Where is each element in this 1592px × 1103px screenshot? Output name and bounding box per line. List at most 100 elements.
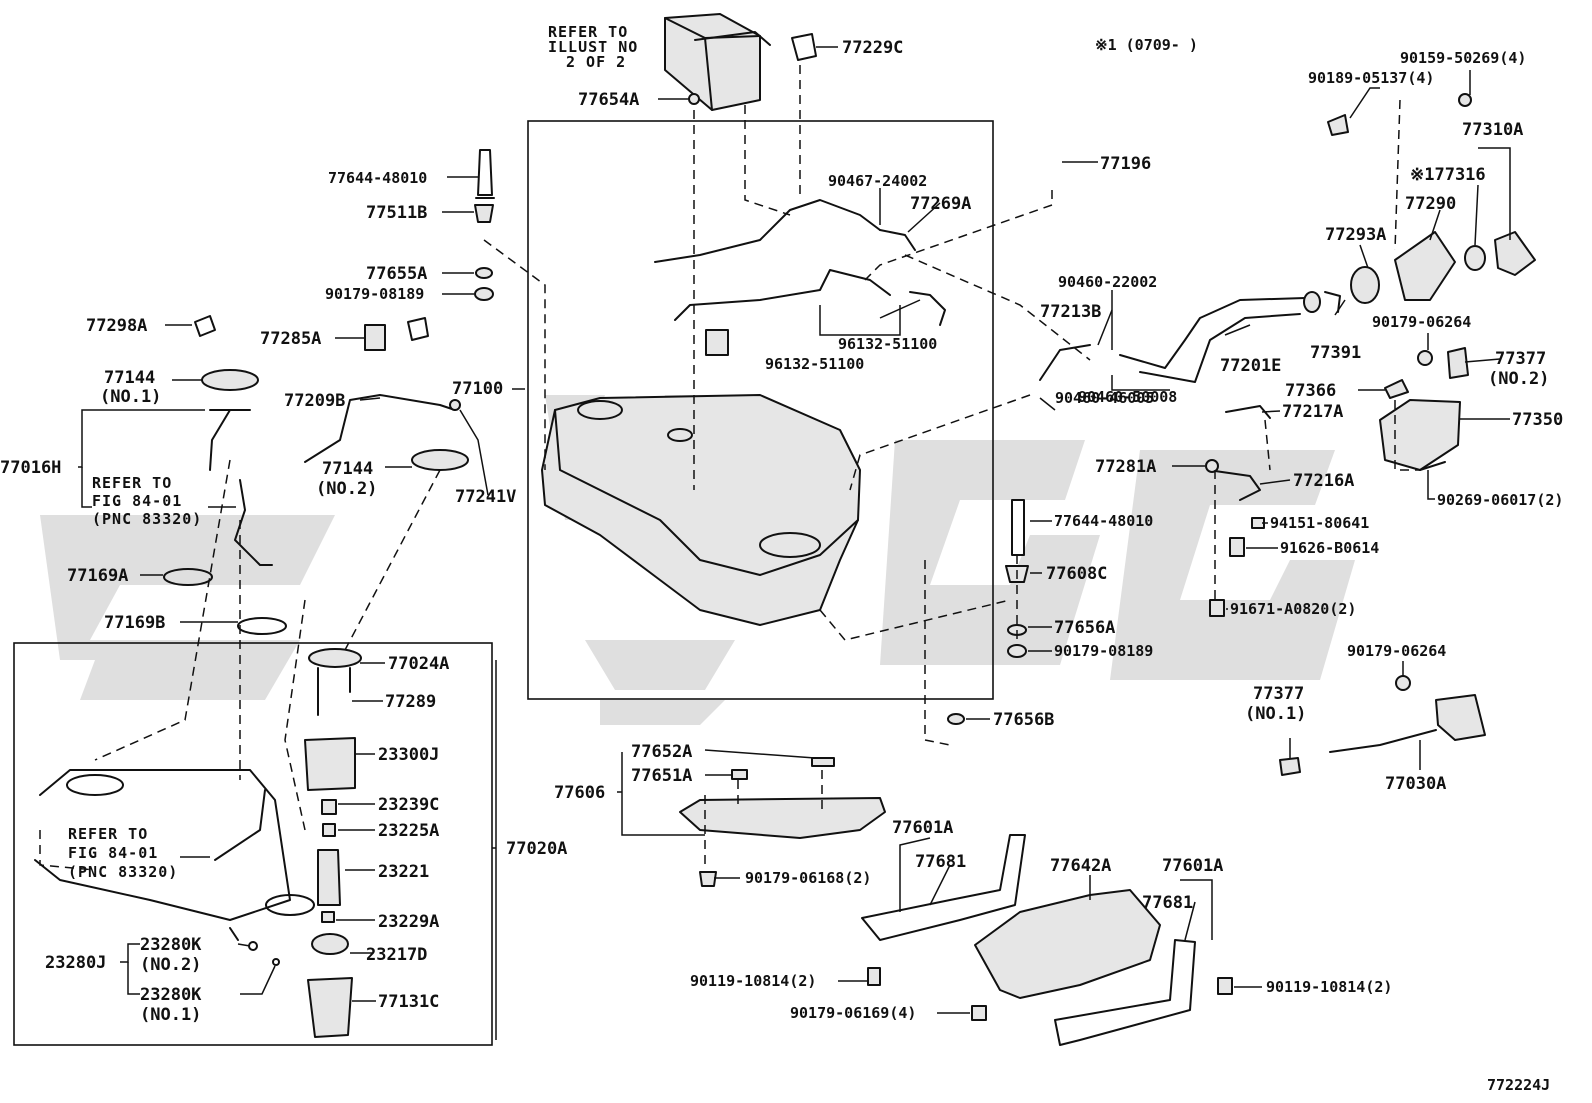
label-23229A: 23229A <box>378 912 439 932</box>
pad-77651A <box>731 769 748 780</box>
bolt-91626 <box>1229 537 1245 557</box>
label-90179-06264-b: 90179-06264 <box>1347 642 1446 660</box>
sender-wire <box>234 479 273 566</box>
refer-illust-line3: 2 OF 2 <box>566 53 626 71</box>
pad-77652A <box>811 757 835 767</box>
nut-90179-06168 <box>699 871 717 887</box>
label-96132-51100-b: 96132-51100 <box>765 355 864 373</box>
nut-90179-06264-b <box>1395 675 1411 691</box>
label-90189-05137: 90189-05137(4) <box>1308 69 1434 87</box>
label-no2-a: (NO.2) <box>316 479 377 499</box>
evap-hose <box>674 269 891 321</box>
label-77229C: 77229C <box>842 38 903 58</box>
clip-77298A <box>194 315 216 337</box>
canister-part <box>664 13 771 111</box>
label-23300J: 23300J <box>378 745 439 765</box>
part-23225A <box>322 823 336 837</box>
refer-fig-top-line2: FIG 84-01 <box>92 492 182 510</box>
label-no1-a: (NO.1) <box>100 387 161 407</box>
label-77511B: 77511B <box>366 203 427 223</box>
valve-77644-top <box>475 149 495 199</box>
oring-23280K-1 <box>272 958 280 966</box>
label-90119-10814-b: 90119-10814(2) <box>1266 978 1392 996</box>
part-labels: REFER TO ILLUST NO 2 OF 2 ※1 (0709- ) 77… <box>0 23 1563 1094</box>
clip-77285A-b <box>407 317 429 341</box>
label-90179-06169: 90179-06169(4) <box>790 1004 916 1022</box>
label-91626-B0614: 91626-B0614 <box>1280 539 1379 557</box>
actuator-77030A <box>1435 694 1486 741</box>
screw-23280K-2 <box>229 927 239 941</box>
refer-fig-bottom-line3: (PNC 83320) <box>68 863 178 881</box>
label-90460-46005: 90460-46005 <box>1055 389 1154 407</box>
label-23225A: 23225A <box>378 821 439 841</box>
label-77290: 77290 <box>1405 194 1456 214</box>
label-77655A: 77655A <box>366 264 427 284</box>
label-77100: 77100 <box>452 379 503 399</box>
label-77601A-a: 77601A <box>892 818 953 838</box>
label-94151-80641: 94151-80641 <box>1270 514 1369 532</box>
label-90460-22002: 90460-22002 <box>1058 273 1157 291</box>
refer-illust-line2: ILLUST NO <box>548 38 638 56</box>
ring-77144-no1 <box>201 369 259 391</box>
label-90159-50269: 90159-50269(4) <box>1400 49 1526 67</box>
cap-77310A <box>1494 231 1536 276</box>
label-77217A: 77217A <box>1282 402 1343 422</box>
filler-pipe-77201E <box>1119 297 1306 383</box>
bolt-90119-a <box>867 967 881 986</box>
label-77285A: 77285A <box>260 329 321 349</box>
clip-77377-no2 <box>1447 347 1469 379</box>
sender-77016H <box>209 409 251 471</box>
clip-77377-no1 <box>1279 757 1301 776</box>
label-77293A: 77293A <box>1325 225 1386 245</box>
pin-90269 <box>1419 461 1446 471</box>
label-90179-08189-mid: 90179-08189 <box>1054 642 1153 660</box>
fuel-pump-group-box <box>13 642 493 1046</box>
label-77316: ※177316 <box>1410 165 1486 185</box>
label-77020A: 77020A <box>506 839 567 859</box>
tank-group-box <box>527 120 994 700</box>
label-77651A: 77651A <box>631 766 692 786</box>
label-23217D: 23217D <box>366 945 427 965</box>
fuel-tank-part <box>541 394 861 626</box>
label-77652A: 77652A <box>631 742 692 762</box>
label-77030A: 77030A <box>1385 774 1446 794</box>
ring-77144-no2 <box>411 449 469 471</box>
screw-90189 <box>1327 114 1349 136</box>
refer-fig-bottom-line2: FIG 84-01 <box>68 844 158 862</box>
seal-77316 <box>1464 245 1486 271</box>
valve-in-tank <box>705 329 729 356</box>
label-77289: 77289 <box>385 692 436 712</box>
clip-77241V <box>449 399 461 411</box>
gasket-77655A <box>475 267 493 279</box>
label-77144-no1: 77144 <box>104 368 155 388</box>
bracket-77217A <box>1225 405 1271 419</box>
hose-77213B <box>1039 344 1091 381</box>
tank-opening-detail-2 <box>265 894 315 916</box>
label-90269-06017: 90269-06017(2) <box>1437 491 1563 509</box>
tube-77209B <box>304 394 456 463</box>
label-77654A: 77654A <box>578 90 639 110</box>
refer-fig-bottom-line1: REFER TO <box>68 825 148 843</box>
plate-77285A <box>364 324 386 351</box>
hose-77269A <box>879 229 916 251</box>
label-77681-b: 77681 <box>1142 893 1193 913</box>
assembly-dashed-lines <box>39 65 1420 871</box>
label-77201E: 77201E <box>1220 356 1281 376</box>
bracket-77216A <box>1207 469 1261 501</box>
label-77241V: 77241V <box>455 487 516 507</box>
label-77391: 77391 <box>1310 343 1361 363</box>
refer-fig-top-line3: (PNC 83320) <box>92 510 202 528</box>
label-90179-06168: 90179-06168(2) <box>745 869 871 887</box>
label-77681-a: 77681 <box>915 852 966 872</box>
refer-fig-top-line1: REFER TO <box>92 474 172 492</box>
vent-hose <box>654 199 881 263</box>
label-90119-10814-a: 90119-10814(2) <box>690 972 816 990</box>
diagram-id: 772224J <box>1487 1076 1550 1094</box>
label-77131C: 77131C <box>378 992 439 1012</box>
label-no2-b: (NO.2) <box>1488 369 1549 389</box>
spring-77289 <box>317 667 351 716</box>
label-no2-c: (NO.2) <box>140 955 201 975</box>
nut-90179-06169 <box>971 1005 987 1021</box>
